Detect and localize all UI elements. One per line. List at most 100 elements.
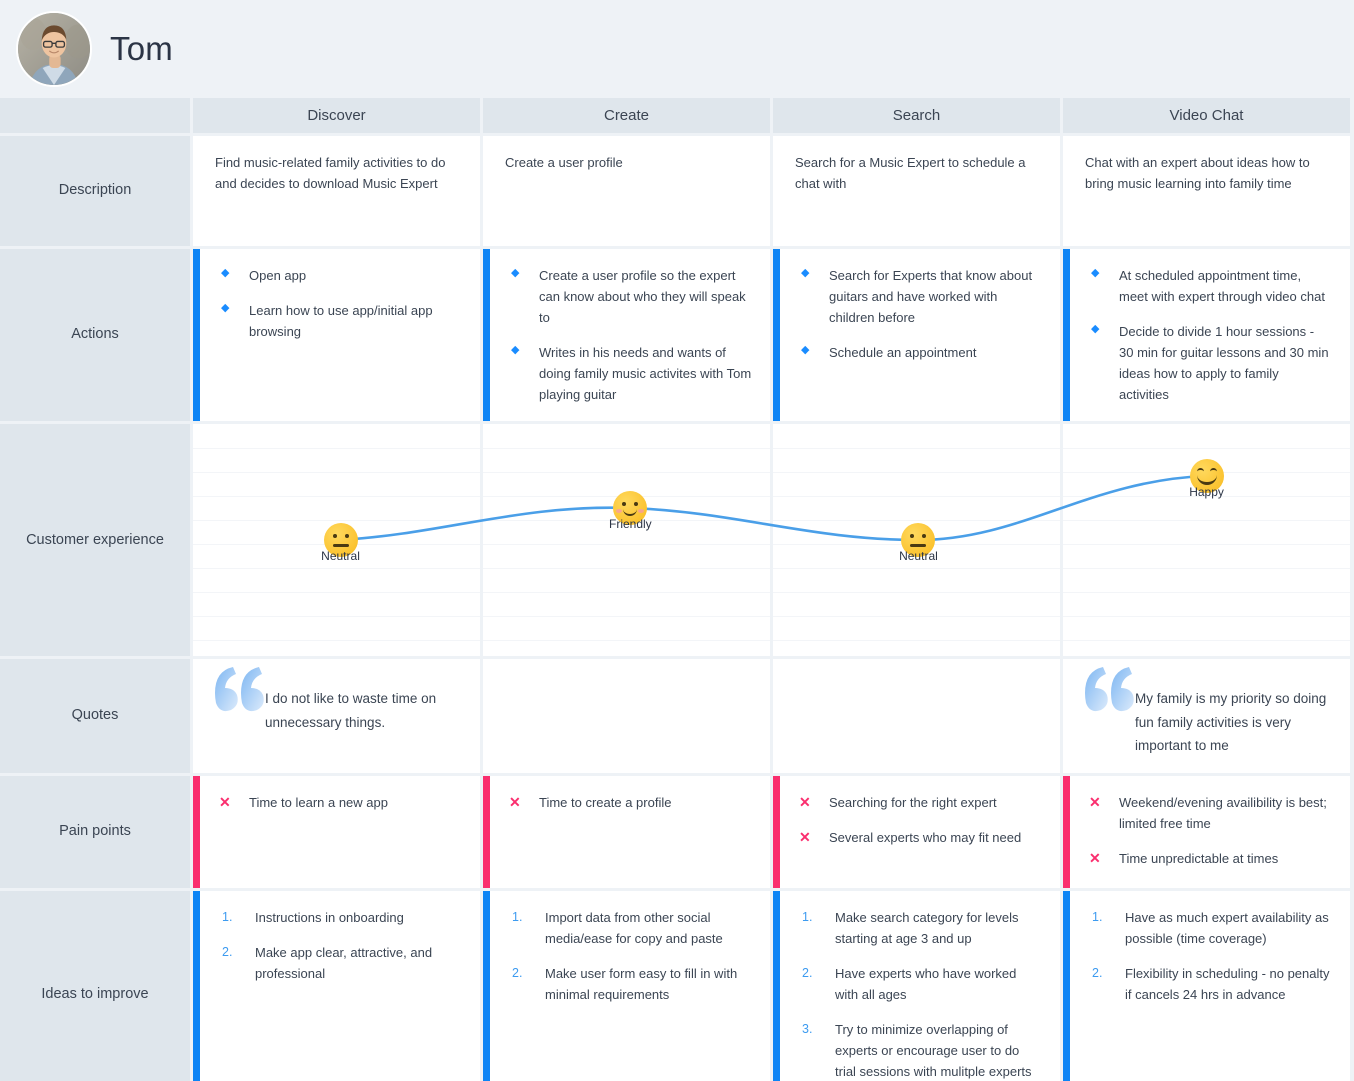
cell-experience-create [483, 424, 770, 657]
x-icon: ✕ [1089, 793, 1101, 810]
row-label-quotes: Quotes [0, 659, 190, 773]
cell-ideas-create: Import data from other social media/ease… [483, 890, 770, 1081]
cell-ideas-video-chat: Have as much expert availability as poss… [1063, 890, 1350, 1081]
row-pain-points: Pain points ✕Time to learn a new app ✕Ti… [0, 775, 1350, 888]
description-text: Search for a Music Expert to schedule a … [795, 155, 1026, 192]
cell-actions-search: Search for Experts that know about guita… [773, 249, 1060, 422]
cell-description-discover: Find music-related family activities to … [193, 136, 480, 246]
accent-bar-blue [193, 249, 200, 422]
row-label-description: Description [0, 136, 190, 246]
accent-bar-pink [193, 775, 200, 888]
list-item: Search for Experts that know about guita… [795, 264, 1042, 328]
accent-bar-blue [193, 890, 200, 1081]
quote-mark-icon [1085, 667, 1134, 712]
cell-pain-video-chat: ✕Weekend/evening availibility is best; l… [1063, 775, 1350, 888]
list-item: ✕Time to create a profile [505, 792, 752, 813]
cell-ideas-search: Make search category for levels starting… [773, 890, 1060, 1081]
cell-actions-discover: Open app Learn how to use app/initial ap… [193, 249, 480, 422]
pain-points-list: ✕Weekend/evening availibility is best; l… [1085, 792, 1332, 869]
column-header-discover: Discover [193, 98, 480, 133]
accent-bar-blue [1063, 249, 1070, 422]
x-icon: ✕ [509, 793, 521, 810]
corner-cell [0, 98, 190, 133]
accent-bar-pink [483, 775, 490, 888]
row-label-ideas: Ideas to improve [0, 890, 190, 1081]
actions-list: Create a user profile so the expert can … [505, 264, 752, 405]
description-text: Chat with an expert about ideas how to b… [1085, 155, 1310, 192]
journey-grid: Discover Create Search Video Chat Descri… [0, 98, 1354, 1081]
row-actions: Actions Open app Learn how to use app/in… [0, 249, 1350, 422]
cell-quotes-create [483, 659, 770, 773]
accent-bar-blue [773, 890, 780, 1081]
list-item: Learn how to use app/initial app browsin… [215, 299, 462, 342]
column-header-video-chat: Video Chat [1063, 98, 1350, 133]
chart-gridlines [483, 424, 770, 656]
cell-quotes-search [773, 659, 1060, 773]
cell-pain-create: ✕Time to create a profile [483, 775, 770, 888]
cell-experience-search [773, 424, 1060, 657]
list-item: ✕Several experts who may fit need [795, 827, 1042, 848]
description-text: Find music-related family activities to … [215, 155, 446, 192]
cell-ideas-discover: Instructions in onboarding Make app clea… [193, 890, 480, 1081]
cell-experience-discover [193, 424, 480, 657]
accent-bar-blue [483, 249, 490, 422]
ideas-list: Make search category for levels starting… [795, 907, 1042, 1081]
cell-quotes-discover: I do not like to waste time on unnecessa… [193, 659, 480, 773]
persona-name: Tom [110, 30, 173, 67]
cell-actions-video-chat: At scheduled appointment time, meet with… [1063, 249, 1350, 422]
experience-chart: Neutral Friendly Neutral [193, 424, 1350, 657]
list-item: ✕Time to learn a new app [215, 792, 462, 813]
list-item: Writes in his needs and wants of doing f… [505, 341, 752, 405]
x-icon: ✕ [1089, 850, 1101, 867]
row-description: Description Find music-related family ac… [0, 136, 1350, 246]
cell-description-create: Create a user profile [483, 136, 770, 246]
cell-pain-search: ✕Searching for the right expert ✕Several… [773, 775, 1060, 888]
list-item: Schedule an appointment [795, 341, 1042, 363]
accent-bar-pink [1063, 775, 1070, 888]
list-item: Try to minimize overlapping of experts o… [802, 1019, 1032, 1080]
accent-bar-blue [483, 890, 490, 1081]
list-item: Flexibility in scheduling - no penalty i… [1092, 963, 1330, 1003]
list-item: At scheduled appointment time, meet with… [1085, 264, 1332, 307]
quote-block: I do not like to waste time on unnecessa… [215, 667, 462, 733]
list-item: ✕Weekend/evening availibility is best; l… [1089, 793, 1327, 831]
actions-list: At scheduled appointment time, meet with… [1085, 264, 1332, 405]
row-ideas-to-improve: Ideas to improve Instructions in onboard… [0, 890, 1350, 1081]
list-item: Decide to divide 1 hour sessions - 30 mi… [1085, 320, 1332, 405]
list-item: Have as much expert availability as poss… [1092, 907, 1329, 946]
list-item: Create a user profile so the expert can … [505, 264, 752, 328]
row-customer-experience: Customer experience [0, 424, 1350, 657]
avatar [16, 11, 92, 87]
chart-gridlines [193, 424, 480, 656]
column-header-search: Search [773, 98, 1060, 133]
list-item: Have experts who have worked with all ag… [802, 963, 1017, 1003]
cell-actions-create: Create a user profile so the expert can … [483, 249, 770, 422]
actions-list: Open app Learn how to use app/initial ap… [215, 264, 462, 342]
cell-quotes-video-chat: My family is my priority so doing fun fa… [1063, 659, 1350, 773]
cell-description-search: Search for a Music Expert to schedule a … [773, 136, 1060, 246]
cell-pain-discover: ✕Time to learn a new app [193, 775, 480, 888]
quote-mark-icon [215, 667, 264, 712]
persona-header: Tom [0, 0, 1354, 98]
list-item: Make search category for levels starting… [802, 907, 1019, 946]
chart-gridlines [1063, 424, 1350, 656]
column-header-create: Create [483, 98, 770, 133]
x-icon: ✕ [799, 793, 811, 810]
list-item: Instructions in onboarding [222, 907, 404, 928]
list-item: Open app [215, 264, 462, 286]
pain-points-list: ✕Time to learn a new app [215, 792, 462, 813]
accent-bar-blue [1063, 890, 1070, 1081]
pain-points-list: ✕Time to create a profile [505, 792, 752, 813]
accent-bar-pink [773, 775, 780, 888]
cell-experience-video-chat [1063, 424, 1350, 657]
list-item: Make app clear, attractive, and professi… [222, 942, 433, 982]
column-header-row: Discover Create Search Video Chat [0, 98, 1350, 133]
chart-gridlines [773, 424, 1060, 656]
accent-bar-blue [773, 249, 780, 422]
cell-description-video-chat: Chat with an expert about ideas how to b… [1063, 136, 1350, 246]
list-item: Import data from other social media/ease… [512, 907, 723, 946]
quote-text: My family is my priority so doing fun fa… [1135, 691, 1327, 753]
ideas-list: Import data from other social media/ease… [505, 907, 752, 1005]
ideas-list: Instructions in onboarding Make app clea… [215, 907, 462, 984]
